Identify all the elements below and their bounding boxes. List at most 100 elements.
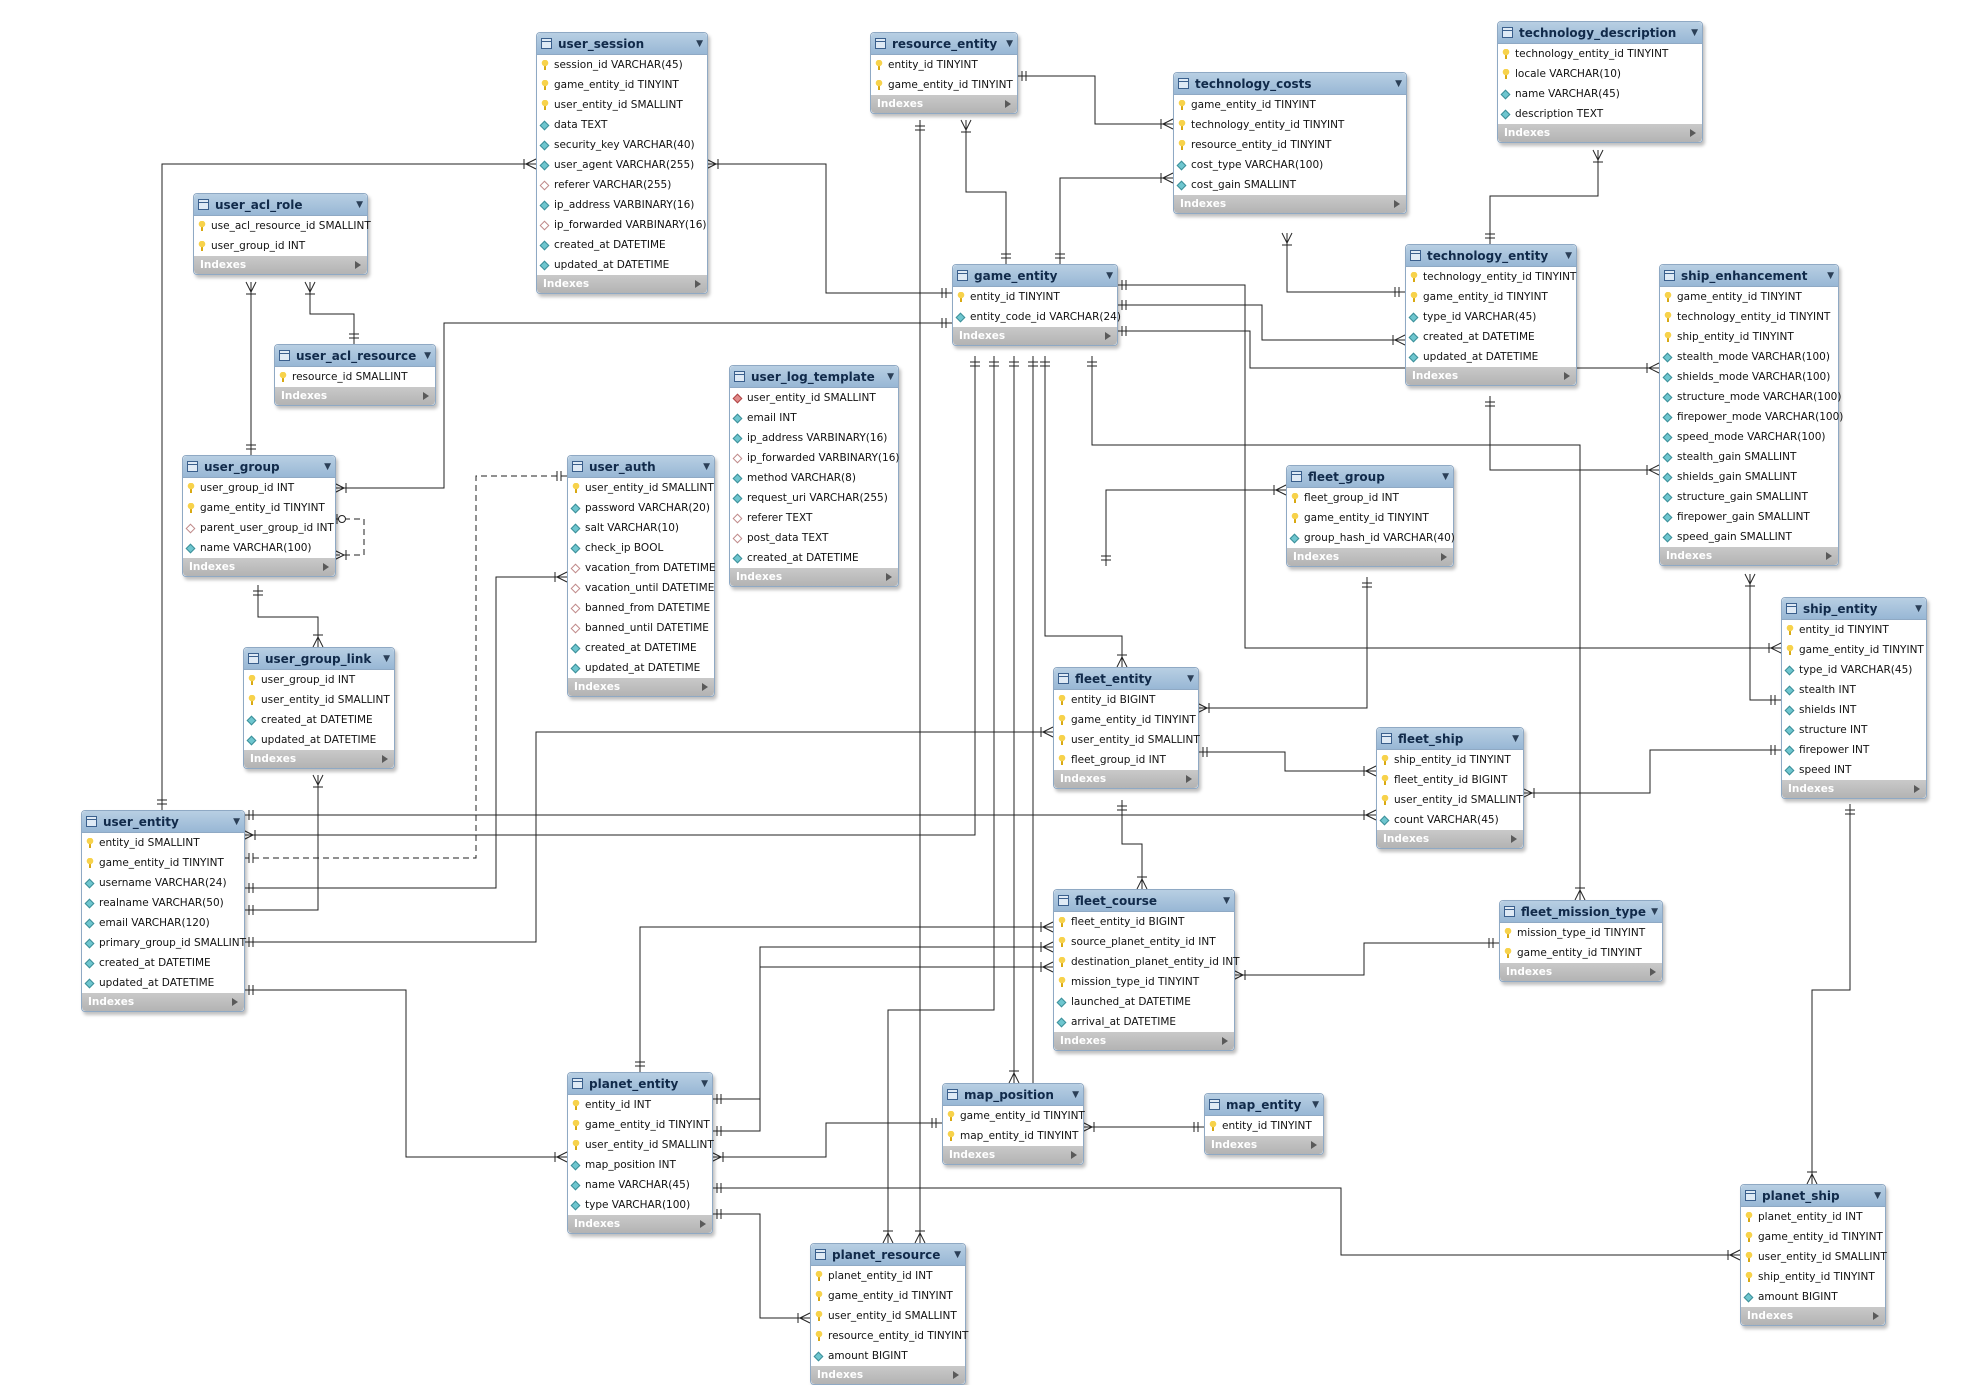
column-row[interactable]: username VARCHAR(24) xyxy=(82,873,244,893)
relationship-line[interactable] xyxy=(710,1118,942,1163)
table-header[interactable]: user_session▼ xyxy=(537,33,707,55)
relationship-line[interactable] xyxy=(1016,71,1174,130)
relationship-line[interactable] xyxy=(1806,804,1855,1185)
expand-arrow-icon[interactable] xyxy=(702,683,708,691)
expand-arrow-icon[interactable] xyxy=(1311,1141,1317,1149)
column-row[interactable]: structure_gain SMALLINT xyxy=(1660,487,1838,507)
collapse-arrow-icon[interactable]: ▼ xyxy=(954,1249,961,1260)
collapse-arrow-icon[interactable]: ▼ xyxy=(1187,673,1194,684)
relationship-line[interactable] xyxy=(705,158,952,298)
column-row[interactable]: game_entity_id TINYINT xyxy=(871,75,1017,95)
indexes-section[interactable]: Indexes xyxy=(568,678,714,696)
column-row[interactable]: game_entity_id TINYINT xyxy=(537,75,707,95)
column-row[interactable]: shields INT xyxy=(1782,700,1926,720)
column-row[interactable]: map_position INT xyxy=(568,1155,712,1175)
relationship-line[interactable] xyxy=(253,585,324,648)
indexes-section[interactable]: Indexes xyxy=(1287,548,1453,566)
relationship-line[interactable] xyxy=(243,809,1377,821)
collapse-arrow-icon[interactable]: ▼ xyxy=(1691,27,1698,38)
column-row[interactable]: type_id VARCHAR(45) xyxy=(1782,660,1926,680)
table-header[interactable]: technology_entity▼ xyxy=(1406,245,1576,267)
collapse-arrow-icon[interactable]: ▼ xyxy=(324,461,331,472)
indexes-section[interactable]: Indexes xyxy=(871,95,1017,113)
column-row[interactable]: method VARCHAR(8) xyxy=(730,468,898,488)
column-row[interactable]: ip_forwarded VARBINARY(16) xyxy=(537,215,707,235)
column-row[interactable]: user_entity_id SMALLINT xyxy=(1741,1247,1887,1267)
column-row[interactable]: user_entity_id SMALLINT xyxy=(568,478,714,498)
column-row[interactable]: data TEXT xyxy=(537,115,707,135)
column-row[interactable]: realname VARCHAR(50) xyxy=(82,893,244,913)
column-row[interactable]: ip_address VARBINARY(16) xyxy=(537,195,707,215)
column-row[interactable]: cost_gain SMALLINT xyxy=(1174,175,1406,195)
column-row[interactable]: email INT xyxy=(730,408,898,428)
table-header[interactable]: fleet_group▼ xyxy=(1287,466,1453,488)
indexes-section[interactable]: Indexes xyxy=(953,327,1117,345)
expand-arrow-icon[interactable] xyxy=(323,563,329,571)
column-row[interactable]: game_entity_id TINYINT xyxy=(1174,95,1406,115)
collapse-arrow-icon[interactable]: ▼ xyxy=(1312,1099,1319,1110)
collapse-arrow-icon[interactable]: ▼ xyxy=(1106,270,1113,281)
column-row[interactable]: entity_id TINYINT xyxy=(871,55,1017,75)
table-header[interactable]: ship_entity▼ xyxy=(1782,598,1926,620)
column-row[interactable]: updated_at DATETIME xyxy=(244,730,394,750)
table-header[interactable]: user_entity▼ xyxy=(82,811,244,833)
column-row[interactable]: user_group_id INT xyxy=(244,670,394,690)
column-row[interactable]: resource_entity_id TINYINT xyxy=(1174,135,1406,155)
expand-arrow-icon[interactable] xyxy=(886,573,892,581)
column-row[interactable]: game_entity_id TINYINT xyxy=(568,1115,712,1135)
relationship-line[interactable] xyxy=(1040,356,1128,668)
column-row[interactable]: map_entity_id TINYINT xyxy=(943,1126,1083,1146)
table-header[interactable]: fleet_mission_type▼ xyxy=(1500,901,1662,923)
table-technology-description[interactable]: technology_description▼technology_entity… xyxy=(1497,21,1703,143)
relationship-line[interactable] xyxy=(1485,396,1660,476)
column-row[interactable]: group_hash_id VARCHAR(40) xyxy=(1287,528,1455,548)
column-row[interactable]: created_at DATETIME xyxy=(244,710,394,730)
column-row[interactable]: technology_entity_id TINYINT xyxy=(1406,267,1576,287)
table-header[interactable]: fleet_ship▼ xyxy=(1377,728,1523,750)
collapse-arrow-icon[interactable]: ▼ xyxy=(701,1078,708,1089)
relationship-line[interactable] xyxy=(1485,149,1604,244)
expand-arrow-icon[interactable] xyxy=(1441,553,1447,561)
column-row[interactable]: entity_code_id VARCHAR(24) xyxy=(953,307,1121,327)
expand-arrow-icon[interactable] xyxy=(1690,129,1696,137)
column-row[interactable]: technology_entity_id TINYINT xyxy=(1660,307,1838,327)
column-row[interactable]: game_entity_id TINYINT xyxy=(183,498,335,518)
column-row[interactable]: source_planet_entity_id INT xyxy=(1054,932,1234,952)
column-row[interactable]: vacation_from DATETIME xyxy=(568,558,716,578)
column-row[interactable]: entity_id TINYINT xyxy=(1782,620,1926,640)
relationship-line[interactable] xyxy=(711,1209,811,1324)
column-row[interactable]: destination_planet_entity_id INT xyxy=(1054,952,1240,972)
relationship-line[interactable] xyxy=(1232,938,1499,981)
column-row[interactable]: user_entity_id SMALLINT xyxy=(730,388,898,408)
expand-arrow-icon[interactable] xyxy=(1826,552,1832,560)
collapse-arrow-icon[interactable]: ▼ xyxy=(356,199,363,210)
column-row[interactable]: game_entity_id TINYINT xyxy=(1406,287,1576,307)
relationship-line[interactable] xyxy=(1117,800,1148,890)
column-row[interactable]: name VARCHAR(100) xyxy=(183,538,335,558)
column-row[interactable]: amount BIGINT xyxy=(1741,1287,1885,1307)
column-row[interactable]: game_entity_id TINYINT xyxy=(943,1106,1085,1126)
table-header[interactable]: fleet_course▼ xyxy=(1054,890,1234,912)
collapse-arrow-icon[interactable]: ▼ xyxy=(1874,1190,1881,1201)
column-row[interactable]: firepower_gain SMALLINT xyxy=(1660,507,1838,527)
column-row[interactable]: shields_mode VARCHAR(100) xyxy=(1660,367,1838,387)
relationship-line[interactable] xyxy=(1116,300,1406,346)
column-row[interactable]: entity_id SMALLINT xyxy=(82,833,244,853)
indexes-section[interactable]: Indexes xyxy=(1174,195,1406,213)
column-row[interactable]: planet_entity_id INT xyxy=(811,1266,965,1286)
collapse-arrow-icon[interactable]: ▼ xyxy=(383,653,390,664)
relationship-line[interactable] xyxy=(304,281,359,344)
column-row[interactable]: entity_id TINYINT xyxy=(1205,1116,1323,1136)
collapse-arrow-icon[interactable]: ▼ xyxy=(1223,895,1230,906)
column-row[interactable]: user_agent VARCHAR(255) xyxy=(537,155,707,175)
expand-arrow-icon[interactable] xyxy=(1394,200,1400,208)
